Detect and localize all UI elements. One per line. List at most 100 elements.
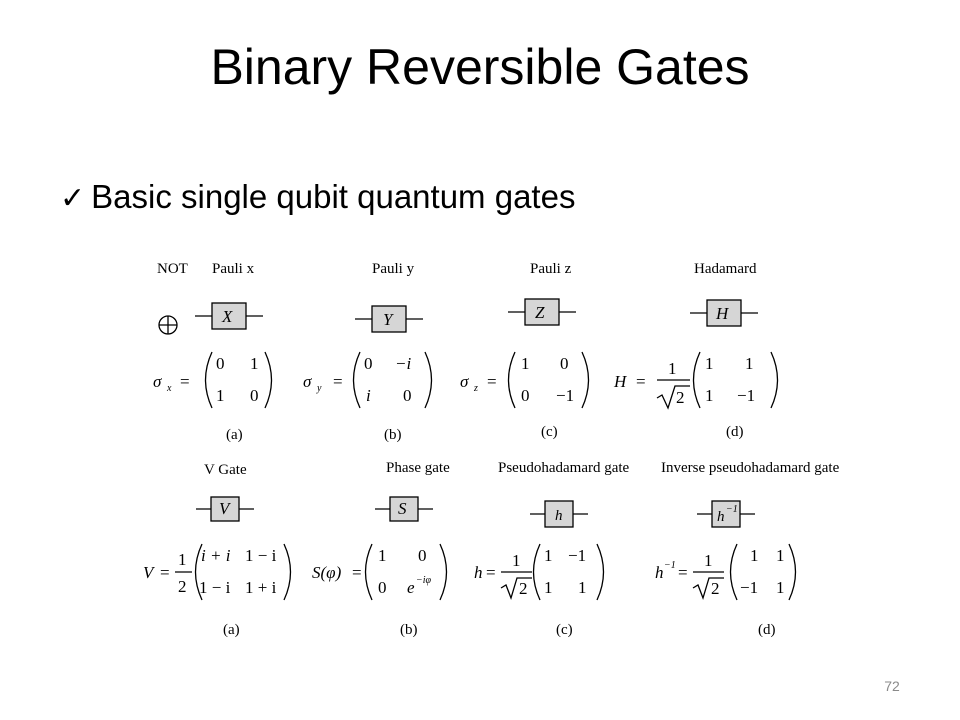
bracket: [264, 351, 273, 409]
matrix-entry: −1: [556, 386, 574, 405]
bracket: [788, 543, 797, 601]
slide-number: 72: [884, 678, 900, 694]
gate-box-x: [211, 302, 247, 330]
bracket: [507, 351, 516, 409]
matrix-entry: 1: [544, 546, 553, 565]
gate-box-y: [371, 305, 407, 333]
matrix-superscript: −1: [664, 560, 676, 571]
bracket: [424, 351, 433, 409]
matrix-entry: 0: [378, 578, 387, 597]
matrix-subscript: y: [316, 383, 322, 394]
matrix-entry: 0: [560, 354, 569, 373]
header-pseudohadamard: Pseudohadamard gate: [498, 460, 630, 476]
bracket: [194, 543, 203, 601]
matrix-entry: 1: [705, 354, 714, 373]
bullet-item: ✓Basic single qubit quantum gates: [60, 178, 575, 216]
bracket: [770, 351, 779, 409]
matrix-entry: −1: [737, 386, 755, 405]
svg-text:=: =: [487, 372, 497, 391]
matrix-symbol: S(φ): [312, 563, 342, 582]
gate-box-s: [389, 496, 419, 522]
sub-label: (c): [541, 424, 558, 440]
gate-box-v: [210, 496, 240, 522]
gate-box-h: [706, 299, 742, 327]
check-icon: ✓: [60, 182, 86, 215]
matrix-symbol: h: [474, 563, 483, 582]
fraction-numerator: 1: [178, 550, 187, 569]
slide-title: Binary Reversible Gates: [210, 39, 750, 95]
svg-text:=: =: [486, 563, 496, 582]
bracket: [364, 543, 373, 601]
matrix-entry: −1: [740, 578, 758, 597]
fraction-numerator: 1: [512, 551, 521, 570]
svg-text:=: =: [160, 563, 170, 582]
bracket: [439, 543, 448, 601]
matrix-exponent: −iφ: [416, 575, 432, 586]
matrix-symbol: H: [613, 372, 628, 391]
gate-letter-h: H: [715, 304, 730, 323]
gate-letter-z: Z: [535, 303, 545, 322]
fraction-numerator: 1: [704, 551, 713, 570]
matrix-entry: 1 − i: [199, 578, 231, 597]
header-pauli-z: Pauli z: [530, 261, 572, 277]
svg-text:=: =: [636, 372, 646, 391]
matrix-entry: 0: [364, 354, 373, 373]
gate-letter-v: V: [219, 499, 232, 518]
matrix-entry: 0: [250, 386, 259, 405]
matrix-subscript: x: [166, 383, 172, 394]
svg-text:=: =: [678, 563, 688, 582]
matrix-entry: 0: [403, 386, 412, 405]
bracket: [352, 351, 361, 409]
matrix-entry: 1 + i: [245, 578, 277, 597]
bracket: [581, 351, 590, 409]
header-pauli-y: Pauli y: [372, 261, 415, 277]
fraction-denominator: 2: [178, 577, 187, 596]
matrix-symbol: V: [143, 563, 156, 582]
bracket: [204, 351, 213, 409]
matrix-entry: 1: [250, 354, 259, 373]
matrix-entry: 0: [521, 386, 530, 405]
gate-box-z: [524, 298, 560, 326]
matrix-entry: 0: [418, 546, 427, 565]
header-hadamard: Hadamard: [694, 261, 757, 277]
matrix-entry: 1: [378, 546, 387, 565]
matrix-symbol: σ: [153, 372, 162, 391]
matrix-entry: −1: [568, 546, 586, 565]
sub-label: (c): [556, 622, 573, 638]
header-phase-gate: Phase gate: [386, 460, 450, 476]
header-v-gate: V Gate: [204, 462, 247, 478]
gate-box-iph: [711, 500, 741, 528]
fraction-denominator: 2: [519, 579, 528, 598]
gate-letter-x: X: [221, 307, 233, 326]
gate-letter-h-inv: h: [717, 509, 725, 525]
fraction-numerator: 1: [668, 359, 677, 378]
matrix-entry: −i: [395, 354, 411, 373]
matrix-entry: 1: [750, 546, 759, 565]
gate-letter-h: h: [555, 508, 563, 524]
sub-label: (a): [223, 622, 240, 638]
sub-label: (b): [400, 622, 418, 638]
fraction-denominator: 2: [676, 388, 685, 407]
bracket: [692, 351, 701, 409]
sub-label: (d): [758, 622, 776, 638]
matrix-entry: 1: [776, 578, 785, 597]
svg-text:=: =: [352, 563, 362, 582]
matrix-entry: 0: [216, 354, 225, 373]
bracket: [596, 543, 605, 601]
header-not: NOT: [157, 261, 188, 277]
bullet-text: Basic single qubit quantum gates: [91, 178, 576, 215]
sub-label: (b): [384, 427, 402, 443]
sub-label: (a): [226, 427, 243, 443]
matrix-entry: i + i: [201, 546, 231, 565]
matrix-entry: 1 − i: [245, 546, 277, 565]
matrix-entry: 1: [544, 578, 553, 597]
sub-label: (d): [726, 424, 744, 440]
bracket: [532, 543, 541, 601]
gate-box-ph: [544, 500, 574, 528]
gate-letter-y: Y: [383, 310, 394, 329]
matrix-entry: 1: [216, 386, 225, 405]
matrix-entry: e: [407, 578, 415, 597]
matrix-entry: 1: [745, 354, 754, 373]
matrix-symbol: σ: [303, 372, 312, 391]
